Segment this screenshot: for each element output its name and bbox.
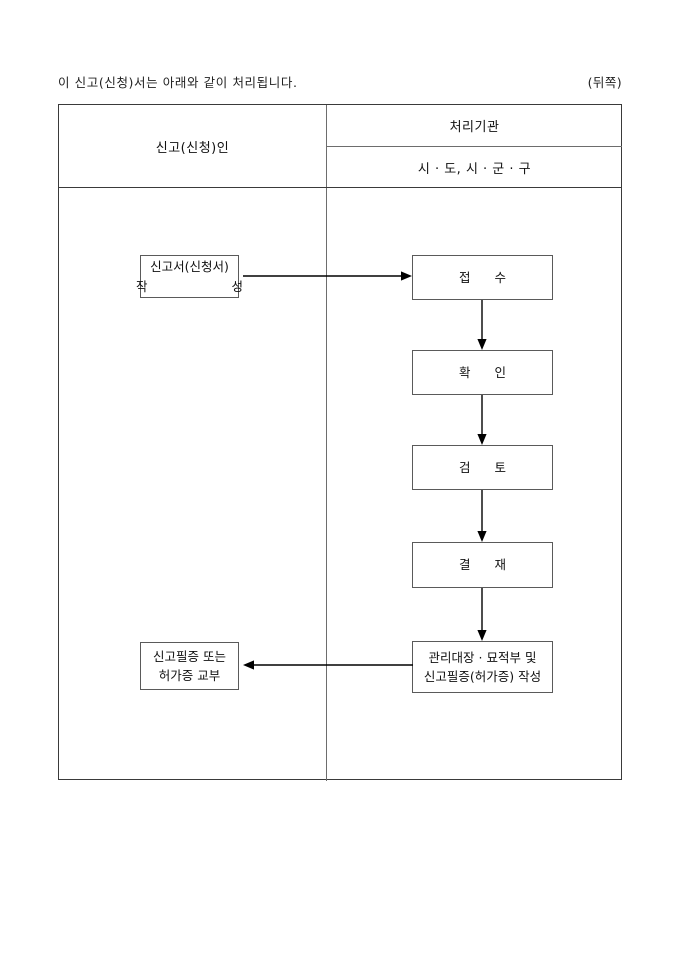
flow-node-register: 관리대장 · 묘적부 및 신고필증(허가증) 작성	[412, 641, 553, 693]
flow-node-apply-write-line2: 작 성	[136, 278, 283, 294]
flow-node-receipt: 접 수	[412, 255, 553, 300]
flow-node-confirm: 확 인	[412, 350, 553, 395]
flow-node-register-line1: 관리대장 · 묘적부 및	[428, 649, 537, 665]
column-header-agency: 처리기관	[449, 120, 500, 135]
column-subheader-agency: 시 · 도, 시 · 군 · 구	[417, 161, 532, 177]
header-row: 이 신고(신청)서는 아래와 같이 처리됩니다. (뒤쪽)	[58, 72, 622, 92]
header-row-divider	[59, 187, 622, 188]
flow-node-confirm-label: 확 인	[459, 364, 516, 380]
flow-edge-receipt-to-confirm	[472, 300, 492, 352]
flow-node-review-label: 검 토	[459, 459, 516, 475]
flow-edge-confirm-to-review	[472, 395, 492, 447]
flow-node-apply-write-line1: 신고서(신청서)	[150, 259, 229, 275]
flow-node-issue: 신고필증 또는 허가증 교부	[140, 642, 239, 690]
flow-node-apply-write: 신고서(신청서) 작 성	[136, 255, 243, 298]
flow-edge-approval-to-register	[472, 588, 492, 643]
flow-node-issue-line1: 신고필증 또는	[153, 648, 226, 664]
instruction-text: 이 신고(신청)서는 아래와 같이 처리됩니다.	[58, 75, 298, 90]
flow-node-issue-line2: 허가증 교부	[158, 668, 221, 683]
page-side-marker: (뒤쪽)	[587, 75, 622, 90]
flow-node-receipt-label: 접 수	[459, 269, 516, 285]
flow-edge-review-to-approval	[472, 490, 492, 544]
column-divider	[326, 105, 327, 781]
column-header-applicant: 신고(신청)인	[155, 140, 230, 156]
flow-node-register-line2: 신고필증(허가증) 작성	[423, 669, 542, 684]
flow-node-approval-label: 결 재	[459, 557, 516, 573]
flow-node-review: 검 토	[412, 445, 553, 490]
flow-edge-apply-to-receipt	[243, 266, 415, 286]
agency-subheader-divider	[326, 146, 622, 147]
flow-edge-register-to-issue	[241, 655, 415, 675]
flow-node-approval: 결 재	[412, 542, 553, 588]
